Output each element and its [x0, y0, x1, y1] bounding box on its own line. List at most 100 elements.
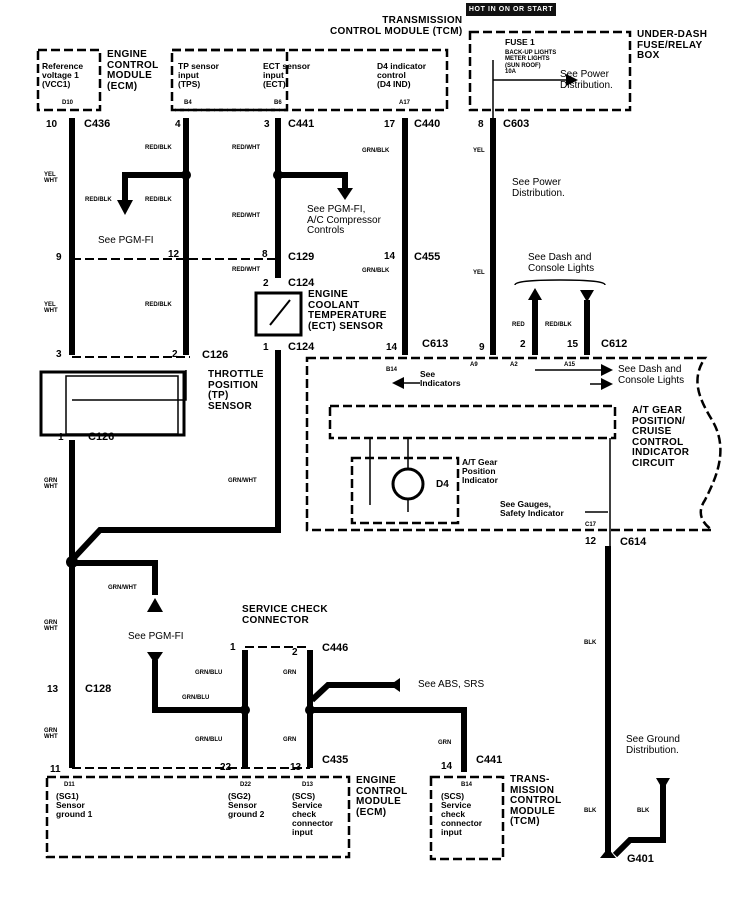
pin-number: 17	[384, 119, 396, 130]
tcm-pin-d4: D4 indicator control (D4 IND)	[377, 61, 427, 89]
connector-c441: C441	[288, 118, 315, 130]
ect-sensor-box	[254, 291, 303, 337]
connector-c612: C612	[601, 338, 628, 350]
connector-c455: C455	[414, 251, 441, 263]
connector-c441: C441	[476, 754, 503, 766]
fuse-box-title: UNDER-DASH FUSE/RELAY BOX	[637, 29, 708, 61]
ground-icon	[600, 848, 616, 858]
ecm-bottom-box	[45, 775, 351, 859]
wire-label: RED/WHT	[232, 267, 260, 273]
note-see-pgmfi-ac: See PGM-FI, A/C Compressor Controls	[307, 204, 381, 236]
pin-number: 4	[175, 119, 181, 130]
fuse-box	[468, 30, 632, 112]
wire-abs-srs	[309, 682, 400, 703]
tp-sensor-inner	[65, 375, 179, 435]
wire-label: YEL	[473, 148, 485, 154]
pin-number: 8	[262, 249, 268, 260]
arrow-red-blk-down-icon	[580, 290, 594, 302]
wire-label: GRN/BLK	[362, 268, 390, 274]
pin-number: 14	[386, 342, 398, 353]
wire-label: GRN	[438, 740, 452, 746]
ect-thermistor-icon	[269, 299, 291, 326]
note-see-ground: See Ground Distribution.	[626, 734, 680, 756]
wire-label: RED/BLK	[85, 197, 112, 203]
note-see-abs-srs: See ABS, SRS	[418, 679, 485, 690]
note-see-pgmfi: See PGM-FI	[98, 235, 154, 246]
wire-label: RED/BLK	[145, 145, 172, 151]
arrow-pgmfi-icon	[117, 200, 133, 215]
arrow-abs-srs-icon	[390, 678, 400, 692]
tcm-pin-id: B14	[461, 782, 473, 788]
connector-c128: C128	[85, 683, 112, 695]
wire-label: GRN/BLU	[182, 695, 210, 701]
pin-id: A15	[564, 362, 576, 368]
wire-blk-ground	[612, 785, 666, 858]
wire-label: GRN WHT	[44, 620, 58, 633]
pin-number: 2	[172, 349, 178, 360]
wire-label: GRN/BLU	[195, 670, 223, 676]
pin-number: 14	[384, 251, 396, 262]
pin-number: 2	[520, 339, 526, 350]
tcm-bottom-title: TRANS- MISSION CONTROL MODULE (TCM)	[510, 774, 562, 827]
connector-c124: C124	[288, 341, 315, 353]
tp-sensor-box	[39, 370, 186, 437]
service-check-title: SERVICE CHECK CONNECTOR	[242, 604, 328, 626]
ground-g401: G401	[627, 853, 654, 865]
ect-sensor-title: ENGINE COOLANT TEMPERATURE (ECT) SENSOR	[308, 289, 387, 332]
wire-label: GRN	[283, 737, 297, 743]
wire-label: RED/BLK	[145, 302, 172, 308]
wire-label: YEL	[473, 270, 485, 276]
note-see-gauges: See Gauges, Safety Indicator	[500, 499, 564, 518]
pin-number: 14	[441, 761, 453, 772]
wire-label: RED/BLK	[545, 322, 572, 328]
ecm-bottom-title: ENGINE CONTROL MODULE (ECM)	[356, 775, 408, 818]
tcm-pin-tps-id: B4	[184, 100, 192, 106]
wire-label: RED/WHT	[232, 213, 260, 219]
connector-c614: C614	[620, 536, 647, 548]
pin-id: B14	[386, 367, 398, 373]
d4-indicator-box	[350, 456, 460, 525]
pin-id: A9	[470, 362, 478, 368]
pin-number: 1	[58, 432, 64, 443]
tp-sensor-title: THROTTLE POSITION (TP) SENSOR	[208, 369, 264, 412]
wire-label: RED	[512, 322, 525, 328]
splice-dot	[305, 705, 315, 715]
gauge-assembly-box	[305, 356, 722, 532]
ecm-top-title: ENGINE CONTROL MODULE (ECM)	[107, 49, 159, 92]
pin-number: 3	[56, 349, 62, 360]
splice-dot	[240, 705, 250, 715]
wire-label: RED/WHT	[232, 145, 260, 151]
wire-label: GRN WHT	[44, 728, 58, 741]
note-see-pgmfi-2: See PGM-FI	[128, 631, 184, 642]
wire-grn-tcm	[312, 707, 467, 772]
arrow-pgmfi-up-icon	[147, 598, 163, 612]
wire-label: BLK	[584, 808, 597, 814]
pin-number: 10	[46, 119, 58, 130]
wire-label: BLK	[584, 640, 597, 646]
pin-number: 12	[585, 536, 597, 547]
pin-number: 8	[478, 119, 484, 130]
pin-number: 11	[50, 764, 61, 775]
connector-c446: C446	[322, 642, 349, 654]
note-see-power: See Power Distribution.	[512, 177, 565, 199]
connector-c126: C126	[88, 431, 115, 443]
fuse-label: FUSE 1	[505, 37, 535, 47]
ecm-top-box	[36, 48, 102, 112]
tcm-top-box	[172, 48, 449, 112]
hot-in-on-banner: HOT IN ON OR START	[466, 3, 556, 16]
pin-number: 22	[220, 762, 232, 773]
dash-brace	[514, 279, 606, 286]
gauge-circuit-title: A/T GEAR POSITION/ CRUISE CONTROL INDICA…	[632, 405, 690, 469]
wire-grn-wht-pgmfi	[74, 560, 158, 595]
splice-dot	[181, 170, 191, 180]
ecm-pin-id: D13	[302, 782, 314, 788]
tcm-pin-ect-id: B6	[274, 100, 282, 106]
fuse-note: See Power Distribution.	[560, 69, 613, 91]
note-see-dash: See Dash and Console Lights	[528, 252, 595, 274]
pin-number: 1	[263, 342, 269, 353]
connector-c440: C440	[414, 118, 441, 130]
pin-number: 9	[479, 342, 485, 353]
connector-c124: C124	[288, 277, 315, 289]
pin-id: A2	[510, 362, 518, 368]
